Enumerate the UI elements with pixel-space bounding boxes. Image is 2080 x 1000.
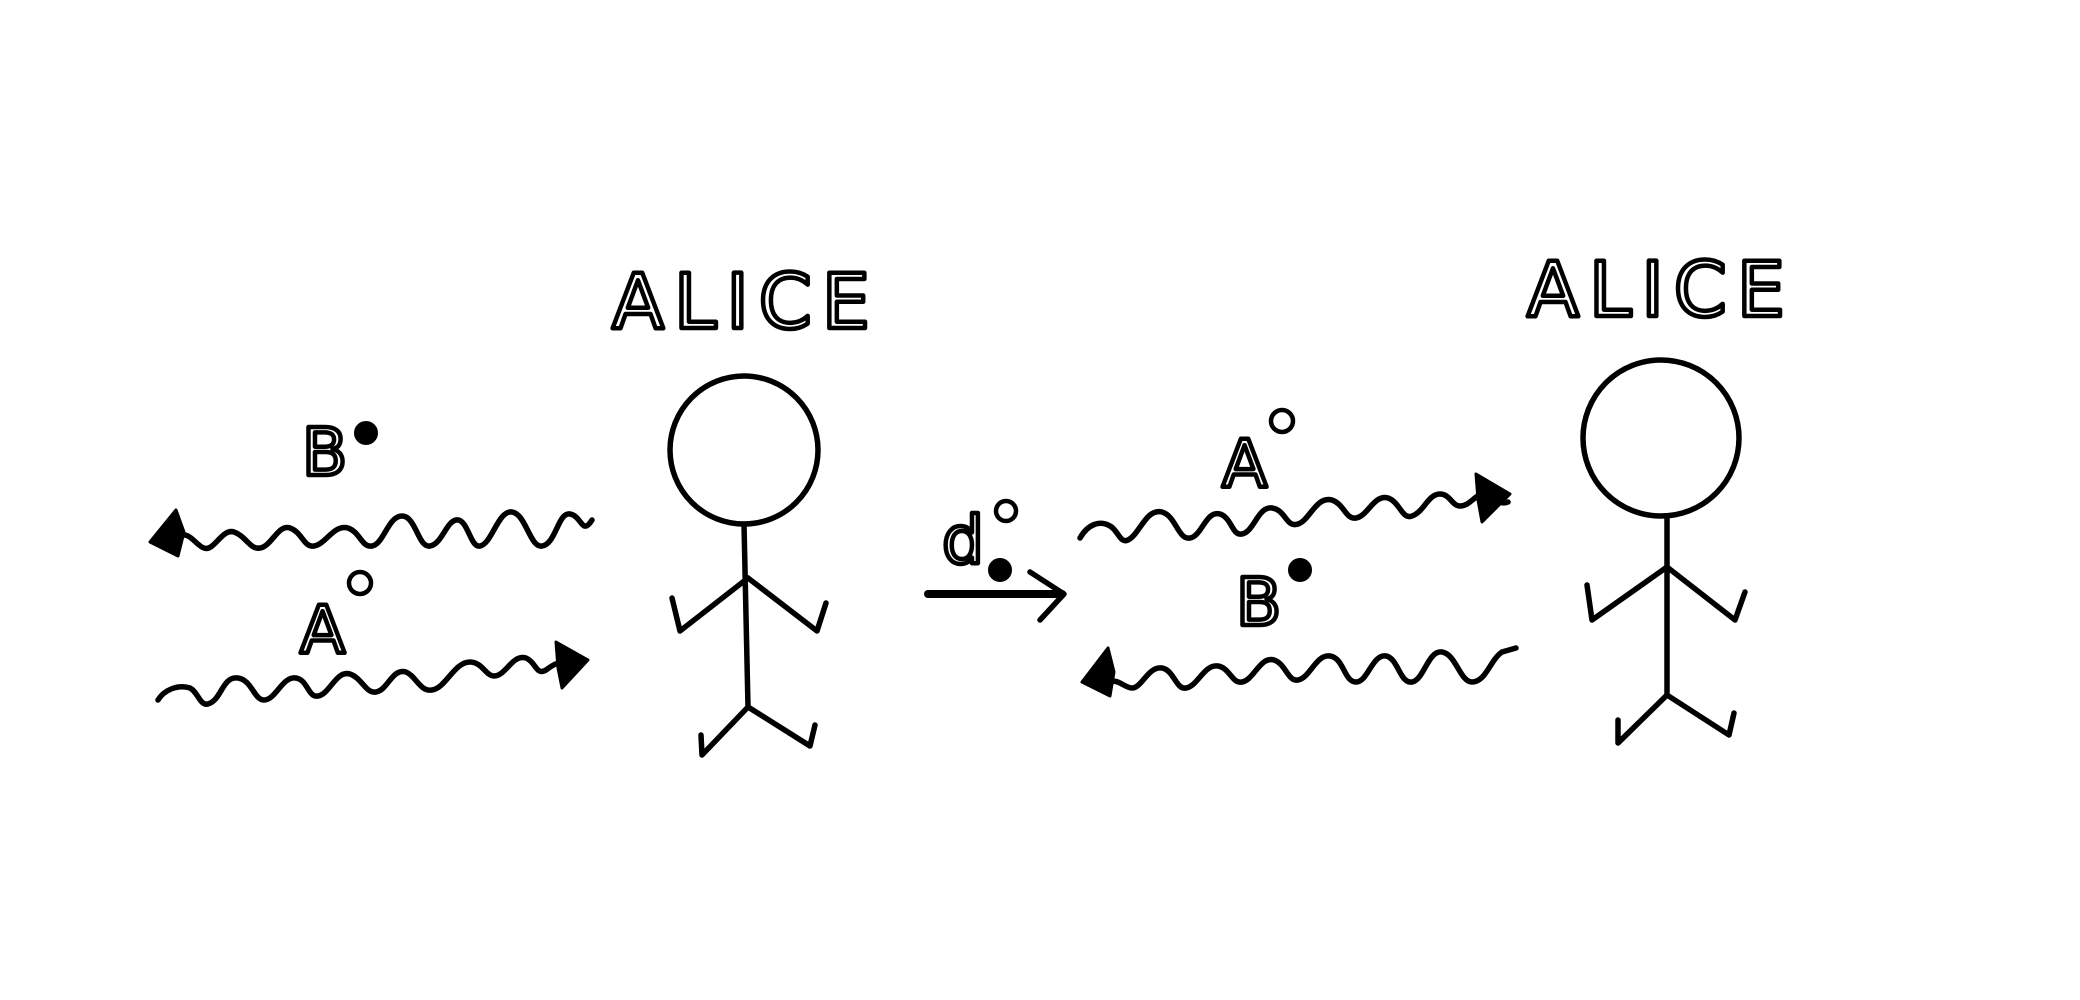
right-figure-left-leg (1615, 692, 1670, 746)
left-upper-wave: B (148, 412, 595, 558)
right-lower-wave: B (1080, 558, 1519, 698)
right-lower-filled-dot (1288, 558, 1312, 582)
left-stick-figure (667, 373, 829, 758)
right-stick-figure (1580, 357, 1748, 746)
right-upper-wave-line (1077, 490, 1511, 544)
left-lower-wave-line (155, 654, 571, 707)
left-lower-arrowhead-icon (554, 640, 590, 690)
left-lower-open-dot (346, 569, 374, 597)
left-alice-label: ALICE (612, 257, 880, 346)
left-lower-wave-label: A (300, 592, 345, 669)
right-figure-head (1580, 357, 1742, 519)
right-upper-arrowhead-icon (1474, 472, 1512, 524)
left-lower-wave: A (155, 569, 590, 707)
left-figure-left-arm (669, 575, 751, 634)
right-upper-open-dot (1268, 407, 1296, 435)
left-scene: ALICE B A (148, 255, 880, 758)
right-lower-wave-label: B (1236, 564, 1281, 641)
right-lower-wave-line (1105, 645, 1519, 691)
right-figure-right-arm (1664, 564, 1748, 623)
left-figure-right-leg (745, 704, 818, 749)
right-lower-arrowhead-icon (1080, 646, 1116, 698)
right-arrow-icon (1027, 569, 1067, 623)
transition-open-dot (993, 498, 1019, 524)
right-upper-wave-label: A (1222, 426, 1267, 503)
left-upper-filled-dot (354, 421, 378, 445)
transition-label: d (942, 502, 984, 579)
right-figure-left-arm (1584, 564, 1670, 623)
transition-operator: d (924, 498, 1067, 623)
left-figure-body (741, 521, 751, 710)
left-upper-wave-label: B (302, 414, 347, 491)
right-alice-label: ALICE (1527, 245, 1795, 334)
transition-filled-dot (988, 558, 1012, 582)
right-figure-right-leg (1664, 692, 1737, 738)
left-figure-left-leg (698, 704, 751, 758)
left-figure-right-arm (745, 575, 829, 634)
right-upper-wave: A (1077, 407, 1512, 544)
left-upper-wave-line (175, 509, 595, 552)
left-figure-head (667, 373, 821, 527)
left-upper-arrowhead-icon (148, 508, 186, 558)
right-scene: ALICE A B (1077, 243, 1795, 746)
